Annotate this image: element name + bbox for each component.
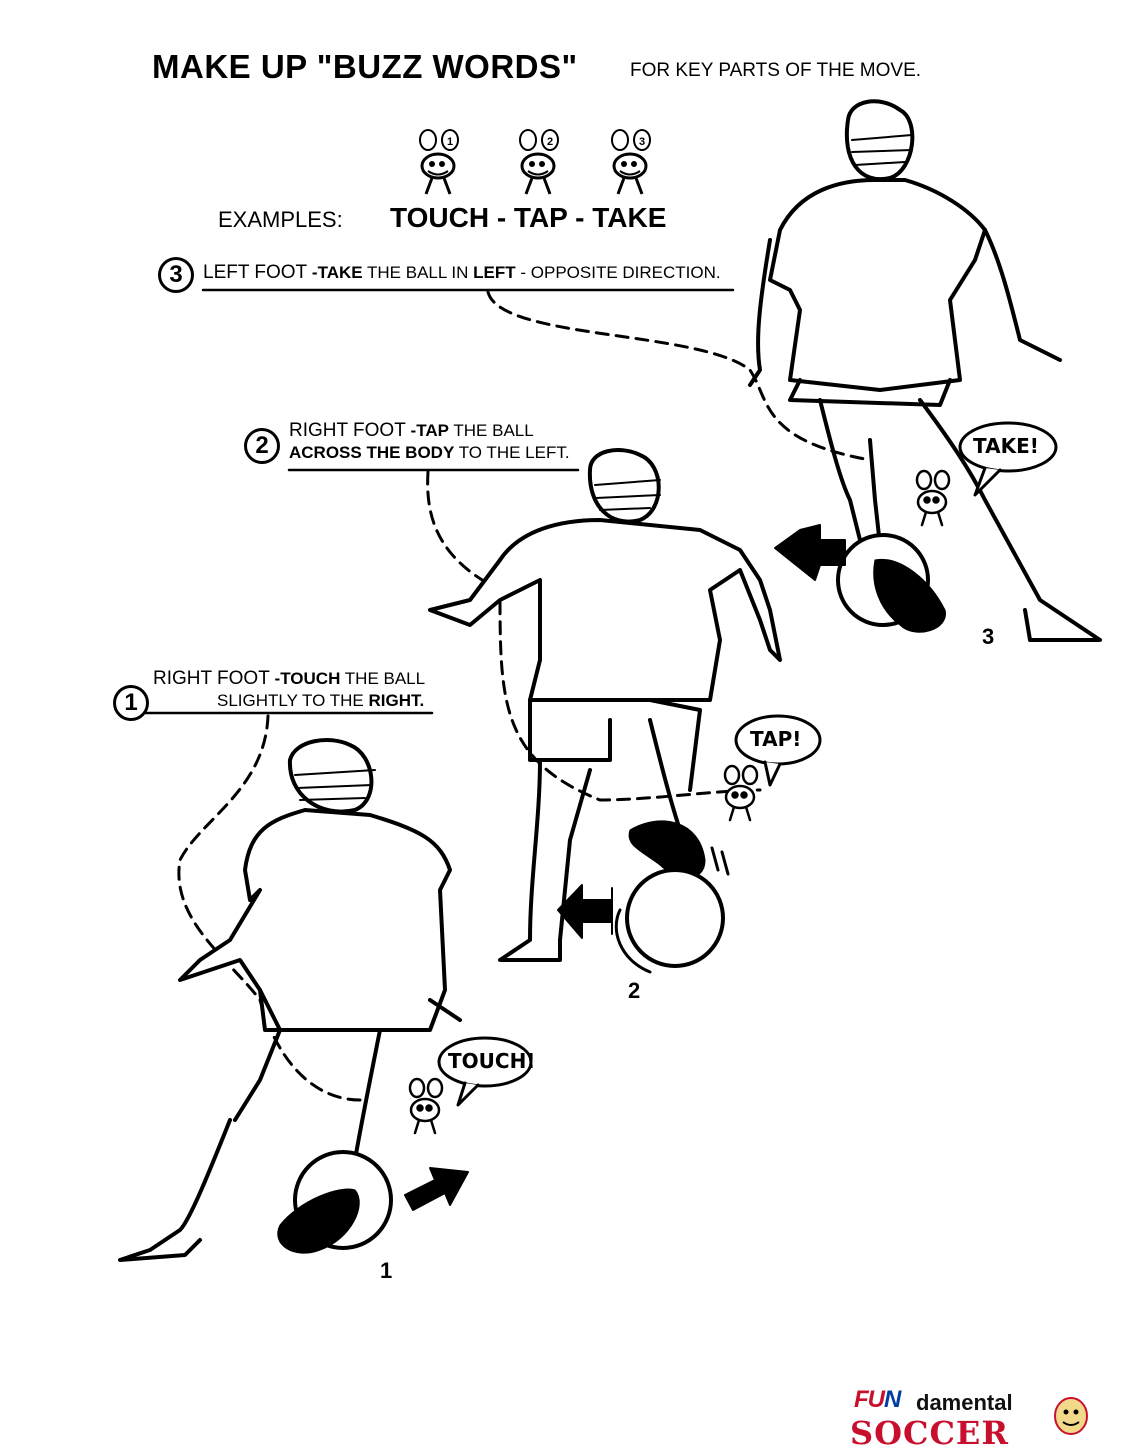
- tap-bubble-text: TAP!: [750, 727, 802, 751]
- step-1-text: the ball: [344, 669, 426, 688]
- bee-number: 2: [547, 136, 553, 148]
- step-2-action: Tap: [416, 421, 449, 440]
- step-2-text-end: left.: [525, 443, 570, 462]
- player-3-figure: [748, 99, 1102, 642]
- bee-icon: [408, 1077, 444, 1135]
- step-1-leader: [177, 714, 362, 1102]
- step-1-foot: Right Foot: [153, 668, 270, 689]
- step-2-text-bold: across the body: [289, 443, 455, 462]
- step-3-number: 3: [158, 257, 194, 293]
- step-1-dash: -: [274, 669, 281, 688]
- step-3-text-bold: left: [473, 263, 516, 282]
- take-bubble: [958, 421, 1058, 473]
- fundamental-soccer-logo: FUN damental SOCCER: [848, 1386, 1088, 1452]
- step-2-instruction: Right Foot -Tap the ball across the body…: [289, 420, 570, 464]
- logo-soccer: SOCCER: [850, 1414, 1009, 1452]
- arrow-1-icon: [404, 1167, 469, 1211]
- logo-n: N: [884, 1386, 901, 1413]
- step-1-number: 1: [113, 685, 149, 721]
- step-2-dash: -: [410, 421, 417, 440]
- logo-mascot-icon: [1054, 1397, 1088, 1435]
- step-1-text-end: .: [419, 691, 425, 710]
- step-1-text-bold: right: [368, 691, 420, 710]
- step-3-foot: Left Foot: [203, 262, 308, 283]
- logo-damental: damental: [916, 1390, 1013, 1415]
- arrow-3-icon: [774, 524, 846, 581]
- step-2-text-2: to the: [458, 443, 521, 462]
- logo-fu: FU: [854, 1386, 885, 1413]
- player-3-shoe: [873, 558, 946, 633]
- player-2-figure: [428, 448, 782, 962]
- step-2-text: the ball: [453, 421, 534, 440]
- touch-bubble: [437, 1036, 533, 1088]
- step-3-text: the ball in: [367, 263, 469, 282]
- page-subtitle: FOR KEY PARTS OF THE MOVE.: [630, 60, 922, 81]
- bee-icon: [915, 469, 951, 527]
- bee-icon: 1: [419, 129, 459, 195]
- arrow-2-icon: [557, 884, 613, 939]
- bee-icon: [723, 764, 759, 822]
- step-3-instruction: Left Foot -Take the ball in left - oppos…: [203, 262, 721, 284]
- step-1-text-2: slightly to the: [217, 691, 364, 710]
- step-2-leader: [426, 470, 762, 802]
- frame-label-3: 3: [982, 624, 995, 649]
- take-bubble-text: TAKE!: [973, 434, 1039, 458]
- frame-label-1: 1: [380, 1258, 393, 1283]
- step-3-text-end: - opposite direction.: [520, 263, 721, 282]
- examples-label: EXAMPLES:: [218, 207, 343, 232]
- touch-bubble-text: TOUCH!: [448, 1049, 536, 1073]
- player-1-shoe: [277, 1188, 360, 1254]
- ball-2: [625, 868, 725, 968]
- step-2-foot: Right Foot: [289, 420, 406, 441]
- step-3-dash: -: [311, 263, 318, 282]
- step-2-number: 2: [244, 428, 280, 464]
- step-1-instruction: Right Foot -Touch the ball slightly to t…: [153, 668, 425, 712]
- step-3-action: Take: [317, 263, 363, 282]
- buzz-bees-row: 1 2 3: [419, 129, 651, 195]
- examples-buzz-words: TOUCH - TAP - TAKE: [390, 202, 667, 233]
- step-3-leader: [486, 290, 872, 462]
- bee-number: 3: [639, 136, 645, 148]
- step-1-action: Touch: [280, 669, 341, 688]
- frame-label-2: 2: [628, 978, 641, 1003]
- bee-icon: 3: [611, 129, 651, 195]
- page-title: MAKE UP "BUZZ WORDS": [152, 48, 578, 85]
- player-1-figure: [118, 738, 462, 1262]
- bee-number: 1: [447, 136, 453, 148]
- bee-icon: 2: [519, 129, 559, 195]
